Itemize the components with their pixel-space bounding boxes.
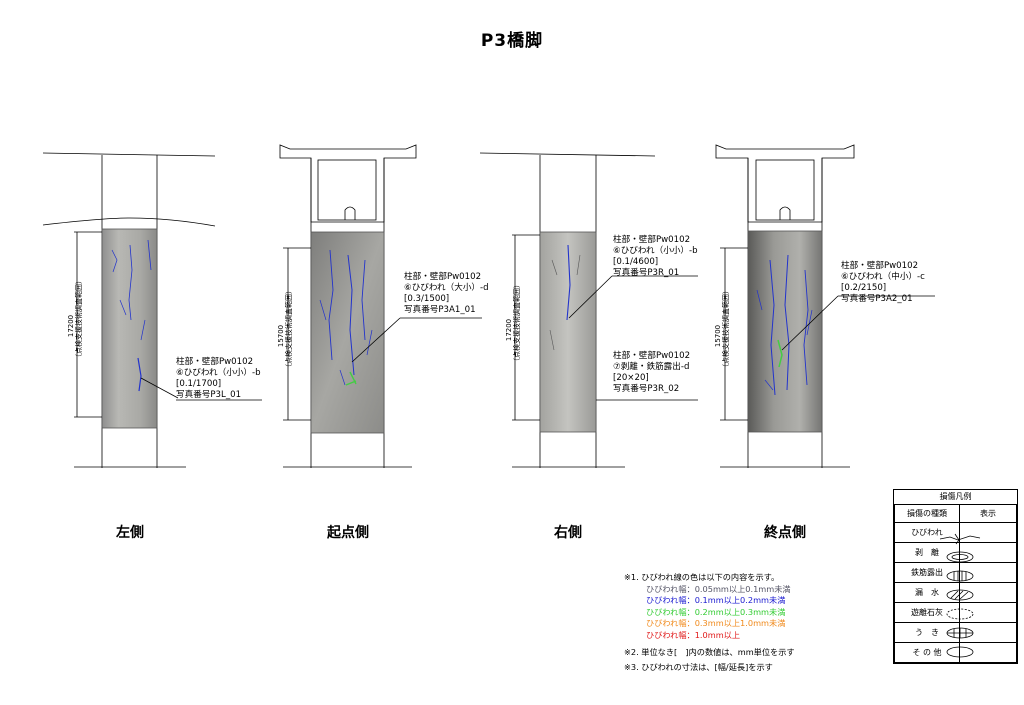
crack-color-0: ひびわれ幅：0.05mm以上0.1mm未満 [646, 583, 791, 594]
legend-col-symbol: 表示 [959, 504, 1017, 523]
crack-color-2: ひびわれ幅：0.2mm以上0.3mm未満 [646, 606, 786, 617]
legend-row-label: 遊離石灰 [894, 602, 960, 623]
legend-row-label: ひびわれ [894, 522, 960, 543]
legend-row-label: 鉄筋露出 [894, 562, 960, 583]
legend-row-label: 漏 水 [894, 582, 960, 603]
legend-title: 損傷凡例 [939, 492, 972, 501]
view-left-side [42, 152, 262, 468]
dimension-label-right: 17200（点検支援技術調査範囲） [505, 281, 521, 365]
legend-col-type: 損傷の種類 [894, 504, 960, 523]
view-right-side [479, 152, 698, 468]
legend-row-label: 剥 離 [894, 542, 960, 563]
view-label-left: 左側 [116, 525, 144, 541]
dimension-label-end: 15700（点検支援技術調査範囲） [714, 287, 730, 371]
crack-color-3: ひびわれ幅：0.3mm以上1.0mm未満 [646, 618, 786, 628]
view-end-side [715, 144, 935, 468]
view-label-start: 起点側 [327, 525, 369, 541]
view-label-end: 終点側 [764, 525, 806, 541]
note-2: ※2. 単位なき[ ]内の数値は、mm単位を示す [624, 647, 795, 657]
view-label-right: 右側 [554, 525, 582, 541]
legend-row-label: そ の 他 [894, 642, 960, 663]
note-1: ※1. ひびわれ線の色は以下の内容を示す。 [624, 572, 780, 582]
view-start-side [279, 144, 482, 468]
legend-row-label: う き [894, 622, 960, 643]
crack-color-1: ひびわれ幅：0.1mm以上0.2mm未満 [646, 595, 786, 605]
note-3: ※3. ひびわれの寸法は、[幅/延長]を示す [624, 661, 773, 672]
crack-color-4: ひびわれ幅：1.0mm以上 [646, 629, 741, 640]
damage-legend: 損傷凡例 損傷の種類表示 ひびわれ 剥 離 鉄筋露出 漏 水 遊離石灰 う き … [893, 489, 1018, 664]
dimension-label-start: 15700（点検支援技術調査範囲） [277, 287, 293, 371]
notes-block: ※1. ひびわれ線の色は以下の内容を示す。 ひびわれ幅：0.05mm以上0.1m… [624, 572, 795, 673]
dimension-label-left: 17200（点検支援技術調査範囲） [67, 277, 83, 361]
page-title: P3橋脚 [480, 31, 544, 51]
